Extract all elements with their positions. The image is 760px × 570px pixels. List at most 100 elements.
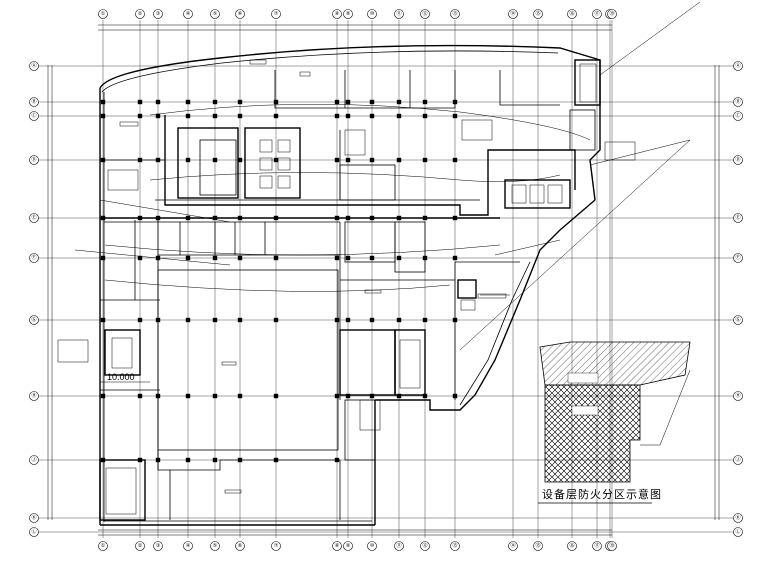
column-axis-label: ① (101, 543, 106, 549)
column-axis-bubble-7-bottom: ⑦ (271, 541, 281, 551)
column-axis-label: ⑪ (396, 10, 401, 17)
row-axis-label: Ⓔ (31, 214, 36, 221)
column-marker (273, 99, 279, 105)
column-marker (369, 113, 375, 119)
column-marker (185, 255, 191, 261)
column-marker (422, 99, 428, 105)
column-marker (422, 393, 428, 399)
row-axis-label: Ⓙ (735, 456, 740, 463)
column-axis-label: ⑪ (396, 542, 401, 549)
column-marker (273, 255, 279, 261)
column-marker (237, 99, 243, 105)
column-marker (155, 255, 161, 261)
column-axis-bubble-6-top: ⑥ (235, 9, 245, 19)
column-marker (185, 457, 191, 463)
column-marker (369, 157, 375, 163)
row-axis-label: Ⓐ (31, 62, 36, 69)
column-axis-bubble-8-bottom: ⑧ (332, 541, 342, 551)
column-axis-label: ⑲ (609, 10, 614, 17)
grid-axis-bubbles: ①①②②③③④④⑤⑤⑥⑥⑦⑦⑧⑧⑨⑨⑩⑩⑪⑪⑫⑫⑬⑬⑭⑭⑮⑮⑯⑯⑰⑰⑱⑱⑲⑲ⒶⒶ… (29, 9, 743, 551)
row-axis-label: Ⓑ (31, 98, 36, 105)
column-axis-bubble-9-bottom: ⑨ (343, 541, 353, 551)
column-axis-label: ⑨ (346, 543, 351, 549)
row-axis-bubble-9-left: Ⓙ (29, 455, 39, 465)
column-marker (212, 317, 218, 323)
row-axis-label: Ⓗ (735, 392, 740, 399)
column-marker (137, 457, 143, 463)
row-axis-bubble-11-right: Ⓛ (733, 527, 743, 537)
column-marker (452, 255, 458, 261)
row-axis-label: Ⓑ (735, 98, 740, 105)
row-axis-bubble-8-right: Ⓗ (733, 391, 743, 401)
column-marker (334, 255, 340, 261)
column-axis-bubble-11-top: ⑪ (394, 9, 404, 19)
column-axis-label: ⑰ (594, 10, 599, 17)
column-axis-bubble-14-top: ⑭ (508, 9, 518, 19)
column-marker (100, 457, 106, 463)
column-marker (137, 215, 143, 221)
column-axis-bubble-10-bottom: ⑩ (367, 541, 377, 551)
column-marker (137, 99, 143, 105)
column-axis-label: ⑩ (370, 11, 375, 17)
column-axis-label: ⑯ (569, 10, 574, 17)
column-axis-label: ⑧ (335, 11, 340, 17)
column-axis-label: ⑧ (335, 543, 340, 549)
column-marker (137, 317, 143, 323)
level-mark: 10.000 (100, 372, 150, 383)
column-marker (155, 113, 161, 119)
column-marker (137, 113, 143, 119)
column-marker (334, 215, 340, 221)
column-marker (422, 317, 428, 323)
column-marker (237, 317, 243, 323)
column-marker (155, 457, 161, 463)
column-axis-label: ⑭ (510, 10, 515, 17)
column-marker (334, 393, 340, 399)
column-axis-bubble-15-top: ⑮ (533, 9, 543, 19)
column-marker (237, 393, 243, 399)
column-axis-bubble-17-bottom: ⑰ (592, 541, 602, 551)
column-axis-label: ⑮ (535, 10, 540, 17)
column-axis-label: ② (138, 543, 143, 549)
column-axis-label: ⑦ (274, 543, 279, 549)
column-marker (237, 255, 243, 261)
column-marker (185, 393, 191, 399)
row-axis-label: Ⓓ (31, 156, 36, 163)
column-marker (334, 317, 340, 323)
column-marker (396, 99, 402, 105)
column-axis-bubble-1-top: ① (98, 9, 108, 19)
row-axis-bubble-8-left: Ⓗ (29, 391, 39, 401)
row-axis-bubble-2-right: Ⓑ (733, 97, 743, 107)
column-marker (396, 215, 402, 221)
column-marker (100, 393, 106, 399)
column-axis-label: ④ (186, 11, 191, 17)
column-axis-bubble-3-top: ③ (153, 9, 163, 19)
building-walls (74, 44, 691, 526)
column-axis-label: ⑮ (535, 542, 540, 549)
column-marker (369, 99, 375, 105)
column-axis-bubble-13-bottom: ⑬ (450, 541, 460, 551)
row-axis-label: Ⓛ (31, 528, 36, 535)
column-marker (422, 113, 428, 119)
column-marker (334, 99, 340, 105)
row-axis-label: Ⓗ (31, 392, 36, 399)
column-marker (212, 393, 218, 399)
column-axis-bubble-2-top: ② (135, 9, 145, 19)
column-marker (212, 99, 218, 105)
column-marker (237, 215, 243, 221)
row-axis-label: Ⓚ (735, 514, 740, 521)
column-marker (452, 215, 458, 221)
column-marker (369, 317, 375, 323)
column-axis-bubble-12-bottom: ⑫ (420, 541, 430, 551)
column-axis-bubble-11-bottom: ⑪ (394, 541, 404, 551)
column-axis-label: ⑲ (609, 542, 614, 549)
column-axis-bubble-16-top: ⑯ (567, 9, 577, 19)
column-axis-bubble-14-bottom: ⑭ (508, 541, 518, 551)
row-axis-bubble-1-left: Ⓐ (29, 61, 39, 71)
column-marker (334, 113, 340, 119)
row-axis-label: Ⓒ (735, 112, 740, 119)
column-axis-bubble-6-bottom: ⑥ (235, 541, 245, 551)
column-axis-label: ③ (156, 543, 161, 549)
row-axis-bubble-6-right: Ⓕ (733, 253, 743, 263)
column-marker (396, 157, 402, 163)
row-axis-bubble-2-left: Ⓑ (29, 97, 39, 107)
